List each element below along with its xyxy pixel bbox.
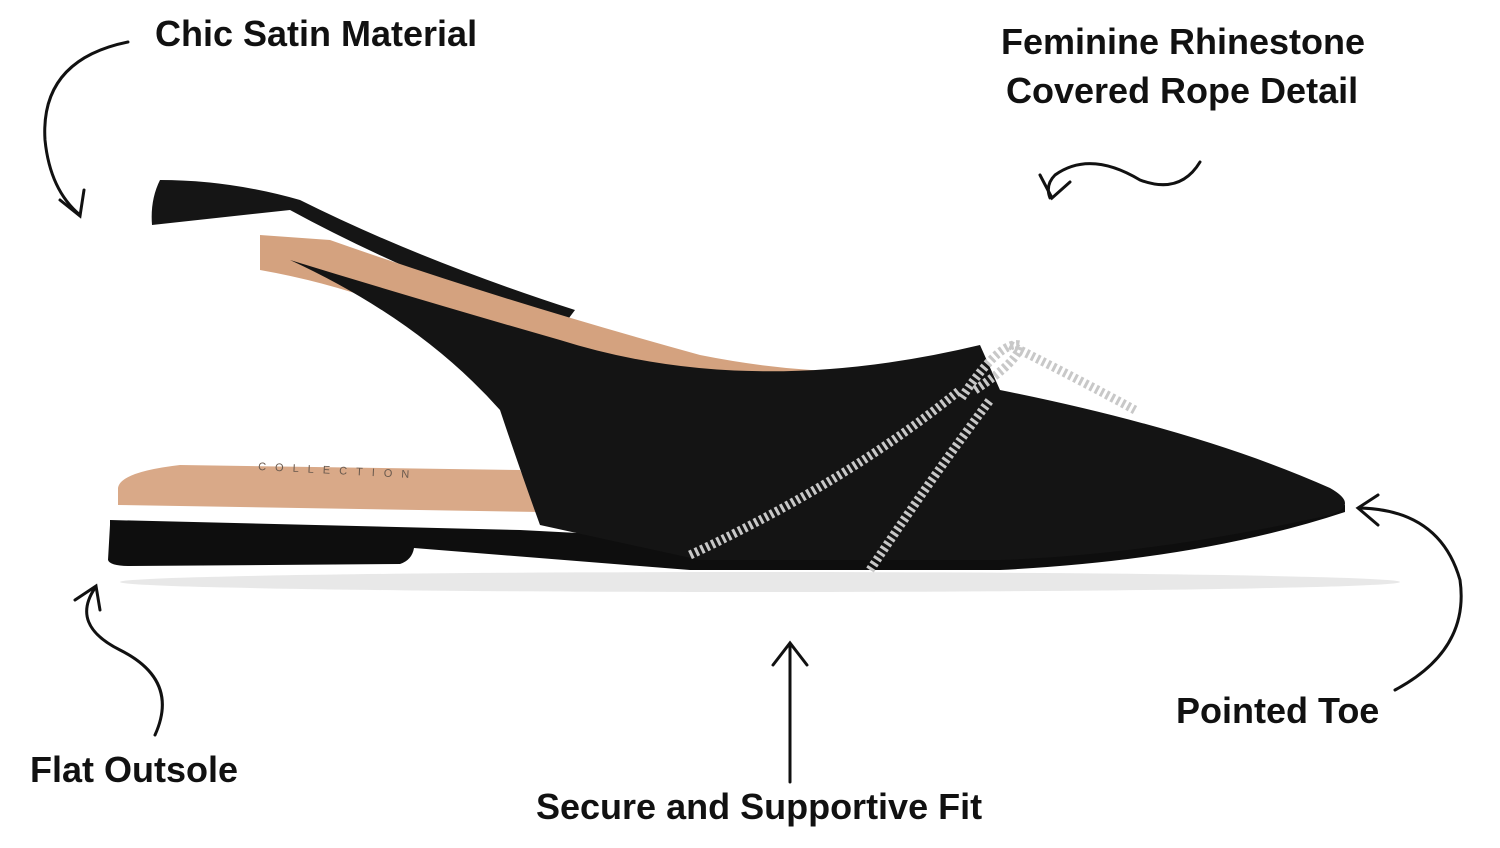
arrowhead-icon: [58, 188, 86, 219]
annotation-arrows: [43, 40, 1463, 784]
insole: [118, 465, 540, 512]
label-pointed-toe: Pointed Toe: [1176, 690, 1380, 731]
label-rhinestone-line2: Covered Rope Detail: [1006, 70, 1359, 111]
lining: [260, 235, 970, 416]
rhinestone-rope: [688, 340, 1138, 573]
arrow-satin-icon: [43, 40, 130, 217]
label-secure-fit: Secure and Supportive Fit: [536, 786, 983, 827]
satin-upper: [290, 260, 1345, 560]
shadow: [120, 572, 1400, 592]
label-chic-satin: Chic Satin Material: [155, 13, 478, 54]
label-rhinestone-line1: Feminine Rhinestone: [1001, 21, 1366, 62]
label-flat-outsole: Flat Outsole: [30, 749, 239, 790]
